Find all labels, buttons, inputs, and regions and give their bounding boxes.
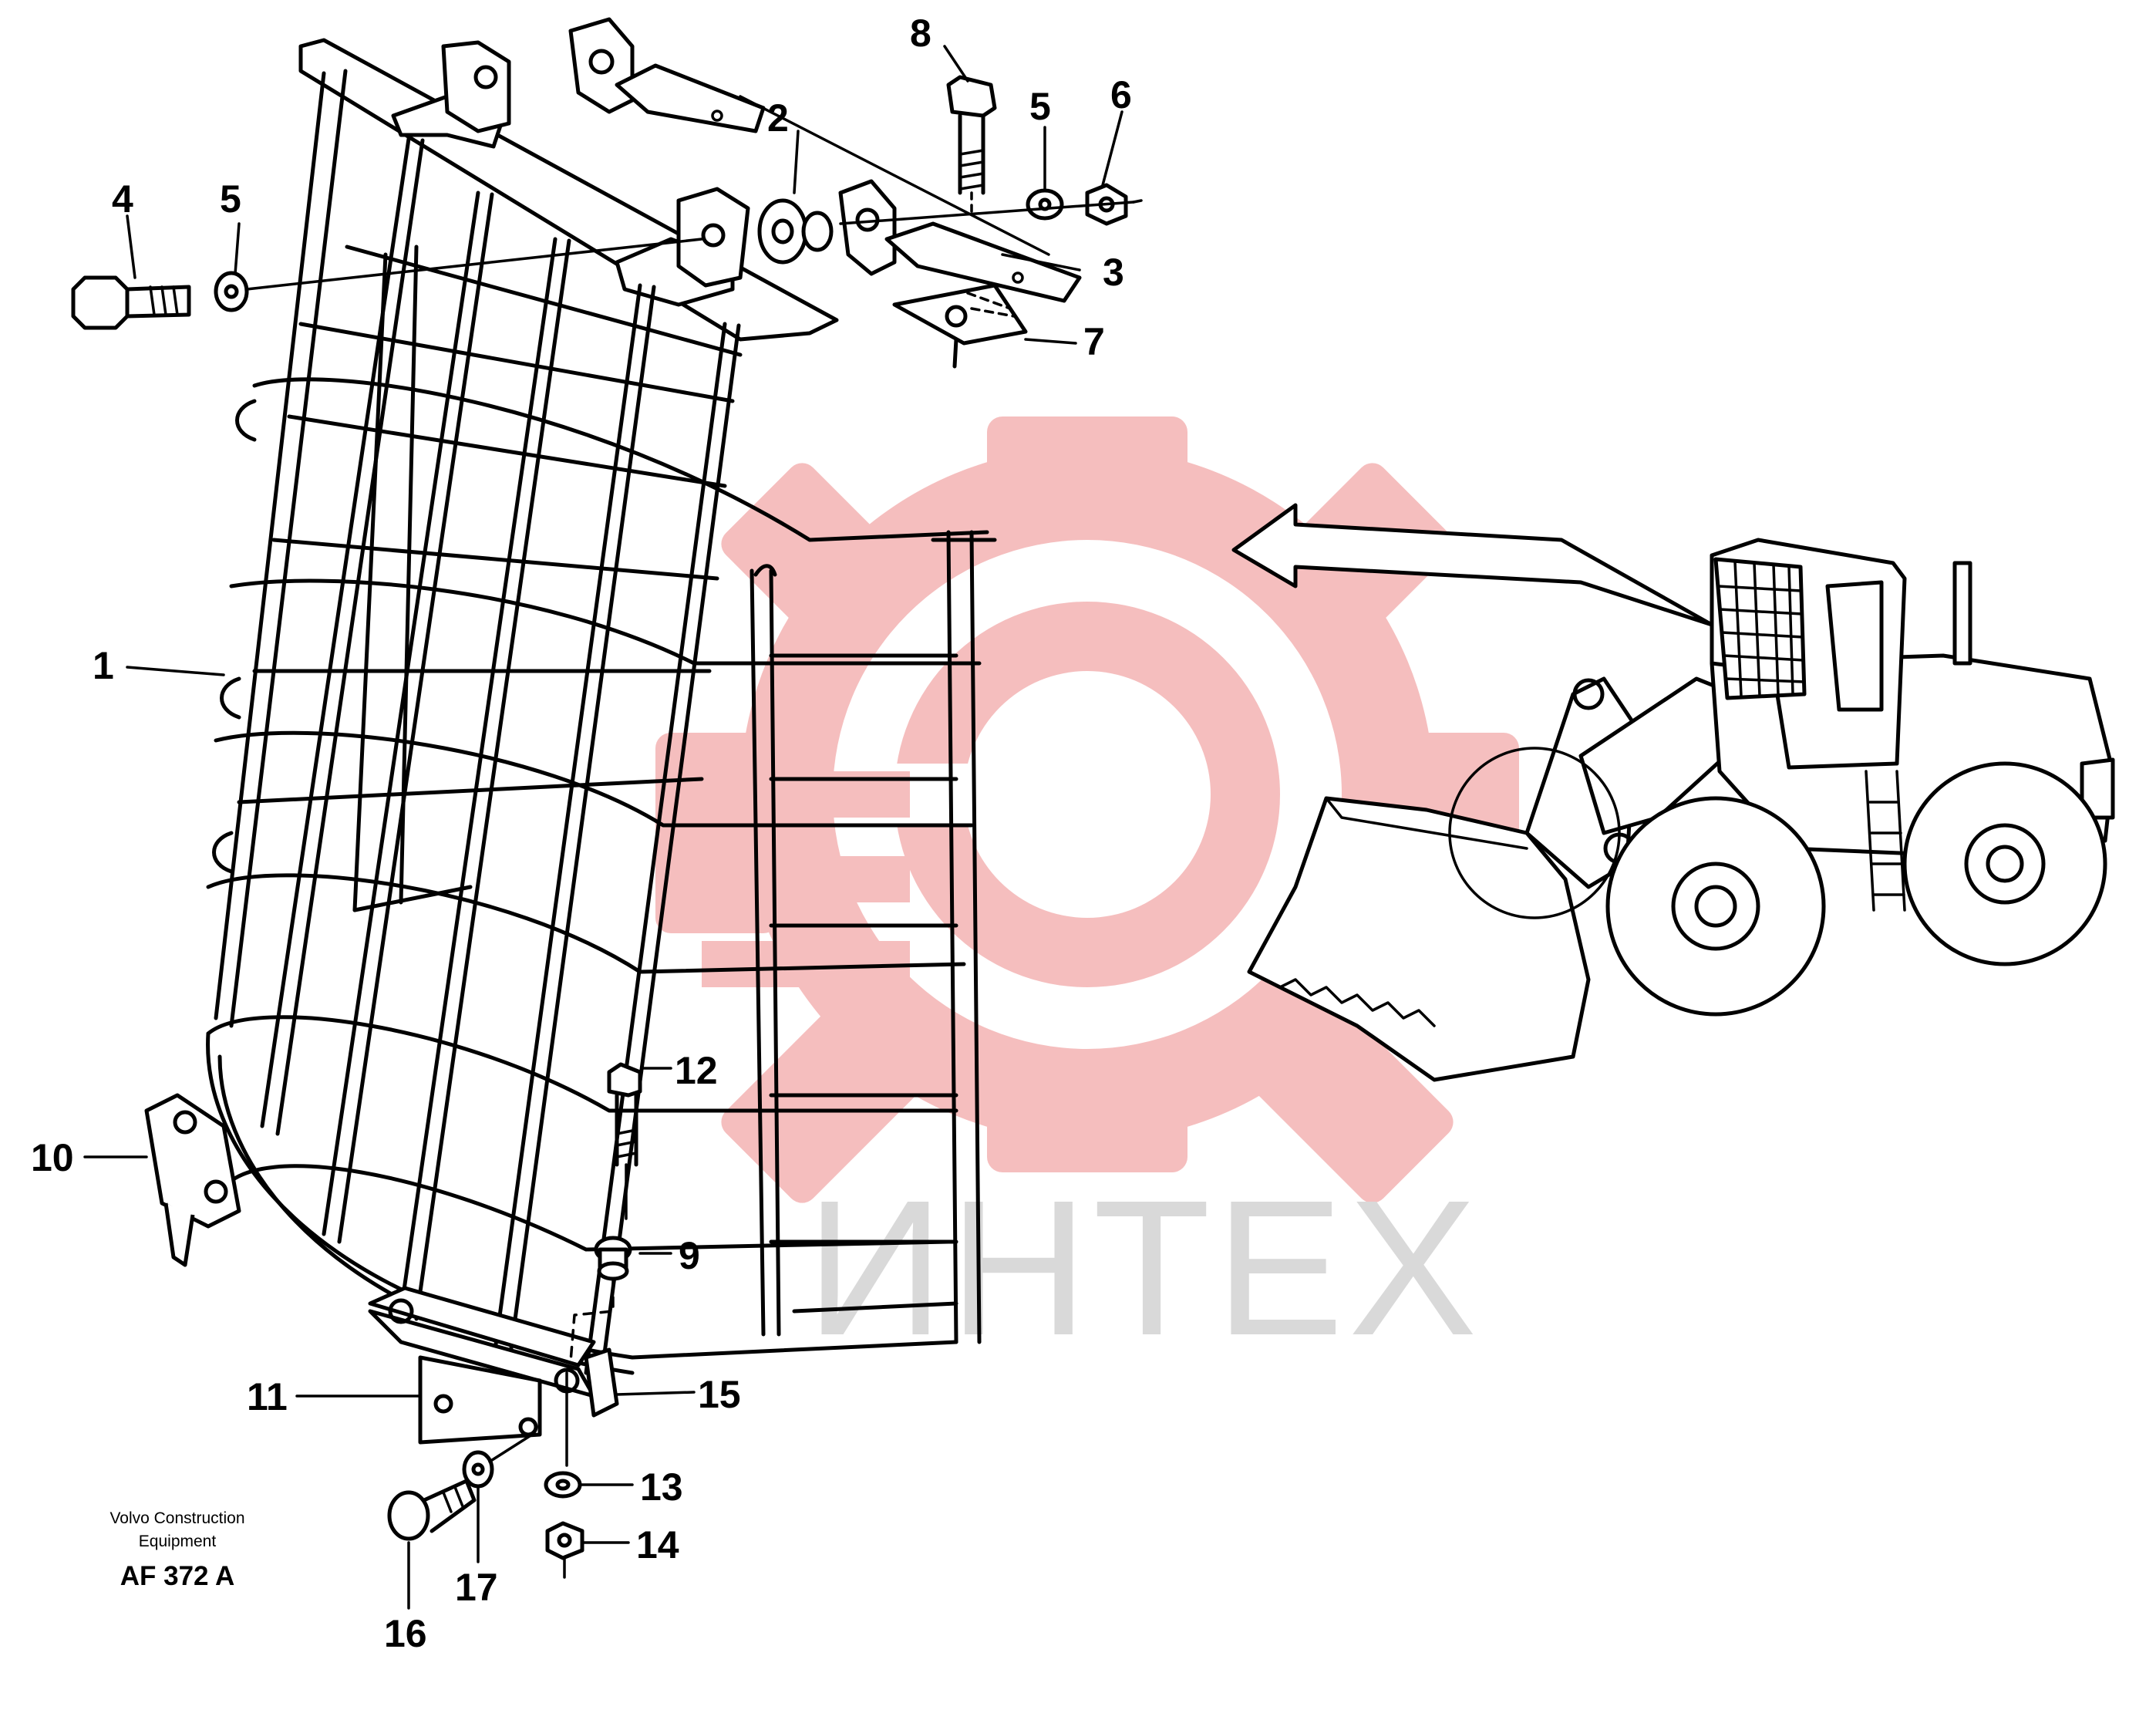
washer-part-13 bbox=[544, 1471, 582, 1499]
figure-code: AF 372 A bbox=[120, 1561, 234, 1591]
credit-line-1: Volvo Construction bbox=[109, 1509, 244, 1527]
callout-labels: 1 2 3 4 5 5 6 7 8 9 10 11 12 13 14 15 16… bbox=[31, 12, 1132, 1655]
bracket-part-11 bbox=[368, 1286, 596, 1445]
bolt-part-16 bbox=[387, 1479, 477, 1541]
callout-9: 9 bbox=[679, 1234, 700, 1277]
bolt-part-8 bbox=[946, 75, 997, 218]
nut-part-14 bbox=[545, 1521, 584, 1579]
callout-5-left: 5 bbox=[220, 177, 241, 221]
callout-13: 13 bbox=[640, 1465, 683, 1509]
leader-lines bbox=[83, 45, 1123, 1610]
clip-part-15 bbox=[584, 1347, 619, 1418]
wheel-loader-illustration bbox=[1231, 503, 2115, 1082]
bracket-part-10 bbox=[144, 1093, 241, 1267]
mounting-bracket-part-3 bbox=[568, 17, 1082, 303]
callout-1: 1 bbox=[93, 644, 114, 687]
credit-block: Volvo Construction Equipment AF 372 A bbox=[109, 1509, 244, 1591]
callout-11: 11 bbox=[247, 1375, 288, 1418]
callout-14: 14 bbox=[636, 1523, 679, 1566]
callout-10: 10 bbox=[31, 1136, 74, 1179]
rubber-bushing-part-2 bbox=[757, 198, 834, 265]
callout-6: 6 bbox=[1110, 73, 1132, 116]
credit-line-2: Equipment bbox=[139, 1533, 217, 1550]
washer-part-5-left bbox=[214, 271, 249, 312]
washer-part-17 bbox=[462, 1450, 494, 1489]
callout-4: 4 bbox=[112, 177, 133, 221]
bolt-part-12 bbox=[607, 1062, 642, 1220]
washer-part-5-top bbox=[1026, 188, 1064, 221]
callout-7: 7 bbox=[1083, 320, 1105, 363]
callout-15: 15 bbox=[698, 1373, 741, 1416]
callout-5-right: 5 bbox=[1029, 85, 1051, 128]
callout-17: 17 bbox=[455, 1566, 498, 1609]
cage-guard-part-1 bbox=[206, 38, 997, 1379]
axis-line-left bbox=[245, 238, 703, 291]
bolt-part-4 bbox=[71, 275, 191, 330]
watermark-text: ИНТЕХ bbox=[806, 1160, 1481, 1375]
callout-3: 3 bbox=[1103, 251, 1124, 294]
callout-2: 2 bbox=[767, 96, 789, 140]
callout-16: 16 bbox=[384, 1612, 427, 1655]
plate-part-7 bbox=[892, 283, 1028, 369]
axis-line-top-right bbox=[839, 201, 1135, 225]
washer-part-9 bbox=[569, 1236, 632, 1363]
callout-8: 8 bbox=[910, 12, 931, 55]
callout-12: 12 bbox=[675, 1049, 718, 1092]
